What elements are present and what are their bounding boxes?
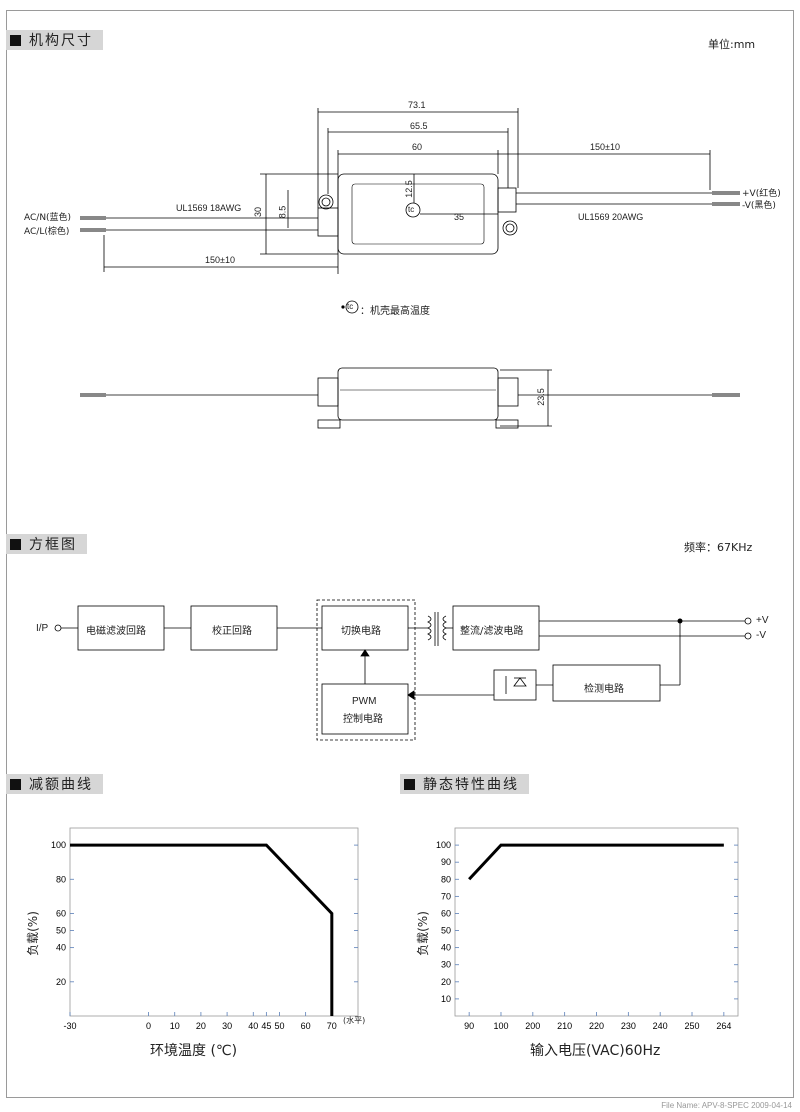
section-square-icon [10,34,21,46]
unit-label: 单位:mm [708,38,756,51]
input-wire-spec: UL1569 18AWG [176,203,242,213]
block-switch: 切换电路 [341,626,381,637]
static-x-tick-label: 220 [589,1021,604,1031]
static-x-tick-label: 250 [684,1021,699,1031]
page-frame [6,10,794,1098]
block-pwm-line1: PWM [352,696,377,707]
static-series-line [468,843,724,881]
static-y-tick-label: 80 [441,874,451,884]
static-y-tick-label: 20 [441,977,451,987]
block-pwm-line2: 控制电路 [343,714,383,725]
static-x-tick-label: 90 [464,1021,474,1031]
static-y-tick-label: 10 [441,994,451,1004]
section-mechanical-title: 机构尺寸 [29,33,93,49]
dim-35: 35 [454,212,465,222]
section-mechanical-header: 机构尺寸 [6,30,103,50]
block-pfc: 校正回路 [212,626,252,637]
block-diagram [54,599,752,741]
section-derating-header: 减额曲线 [6,774,103,794]
derating-x-tick-label: 10 [170,1021,180,1031]
block-vminus: -V [756,630,766,641]
derating-x-tick-label: 45 [261,1021,271,1031]
acl-label: AC/L(棕色) [24,227,70,237]
dim-65: 65.5 [410,121,428,131]
static-x-tick-label: 264 [716,1021,731,1031]
vplus-label: +V(红色) [742,189,781,199]
dim-30: 30 [253,206,264,218]
output-wire-spec: UL1569 20AWG [578,212,644,222]
dim-150-input: 150±10 [205,255,235,265]
block-emi: 电磁滤波回路 [86,626,146,637]
tc-marker-label: tc [408,205,415,214]
dim-150-output: 150±10 [590,142,620,152]
static-x-tick-label: 200 [525,1021,540,1031]
dim-12-5: 12.5 [403,180,414,198]
block-vplus: +V [756,615,769,626]
static-x-tick-label: 240 [653,1021,668,1031]
derating-y-tick-label: 20 [56,977,66,987]
derating-xlabel: 环境温度 (℃) [150,1043,238,1059]
static-xlabel: 输入电压(VAC)60Hz [530,1043,661,1059]
static-y-tick-label: 30 [441,960,451,970]
vminus-label: -V(黑色) [742,201,776,211]
derating-y-tick-label: 40 [56,943,66,953]
acn-label: AC/N(蓝色) [24,213,72,223]
section-block-title: 方框图 [29,537,77,553]
static-y-tick-label: 40 [441,943,451,953]
dim-73: 73.1 [408,100,426,110]
block-rectifier: 整流/滤波电路 [460,626,524,637]
section-square-icon [10,538,21,550]
static-x-tick-label: 230 [621,1021,636,1031]
section-static-title: 静态特性曲线 [423,777,519,793]
dim-8-5: 8.5 [277,205,288,219]
section-block-header: 方框图 [6,534,87,554]
derating-x-tick-label: -30 [63,1021,76,1031]
static-x-tick-label: 210 [557,1021,572,1031]
frequency-label: 频率：67KHz [684,541,753,554]
derating-x-tick-label: 60 [301,1021,311,1031]
derating-unit-note: (水平) [343,1016,366,1025]
dim-23-5: 23.5 [535,388,546,406]
block-detect: 检测电路 [584,684,624,695]
section-static-header: 静态特性曲线 [400,774,529,794]
static-y-tick-label: 100 [436,840,451,850]
section-derating-title: 减额曲线 [29,777,93,793]
derating-y-tick-label: 80 [56,874,66,884]
derating-x-tick-label: 20 [196,1021,206,1031]
footer-filename: File Name: APV-8-SPEC 2009-04-14 [661,1101,792,1110]
section-square-icon [404,778,415,790]
derating-series-line [70,843,334,1016]
mechanical-drawing [80,108,740,429]
static-chart: 90 100 200 210 220 230 240 250 264 100 90 80 70 60 50 4… [436,827,739,1031]
derating-x-tick-label: 70 [327,1021,337,1031]
dim-60: 60 [412,142,423,152]
ip-label: I/P [36,623,49,634]
static-y-tick-label: 50 [441,926,451,936]
derating-y-tick-label: 50 [56,926,66,936]
tc-note-marker: tc [347,302,354,311]
static-y-tick-label: 60 [441,908,451,918]
derating-ylabel: 负载(%) [25,911,40,956]
derating-x-tick-label: 30 [222,1021,232,1031]
static-y-tick-label: 70 [441,891,451,901]
derating-x-tick-label: 40 [248,1021,258,1031]
section-square-icon [10,778,21,790]
derating-x-tick-label: 50 [274,1021,284,1031]
static-plot-frame [454,827,739,1017]
static-x-tick-label: 100 [493,1021,508,1031]
tc-note-text: ：机壳最高温度 [360,306,430,317]
static-ylabel: 负载(%) [415,911,430,956]
derating-y-tick-label: 100 [51,840,66,850]
derating-plot-frame [69,827,359,1017]
derating-y-tick-label: 60 [56,908,66,918]
derating-x-tick-label: 0 [146,1021,151,1031]
static-y-tick-label: 90 [441,857,451,867]
